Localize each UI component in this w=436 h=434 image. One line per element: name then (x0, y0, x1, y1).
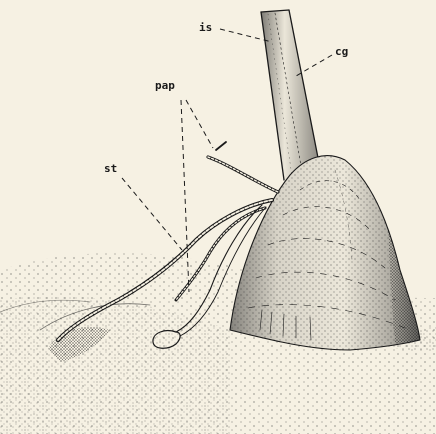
tube-structure (261, 10, 320, 180)
label-cg: cg (335, 45, 348, 58)
leader-pap-1 (186, 100, 213, 148)
label-pap: pap (155, 79, 175, 92)
label-st: st (104, 162, 117, 175)
conical-body (230, 156, 420, 350)
leader-st (122, 178, 182, 250)
label-is: is (199, 21, 212, 34)
